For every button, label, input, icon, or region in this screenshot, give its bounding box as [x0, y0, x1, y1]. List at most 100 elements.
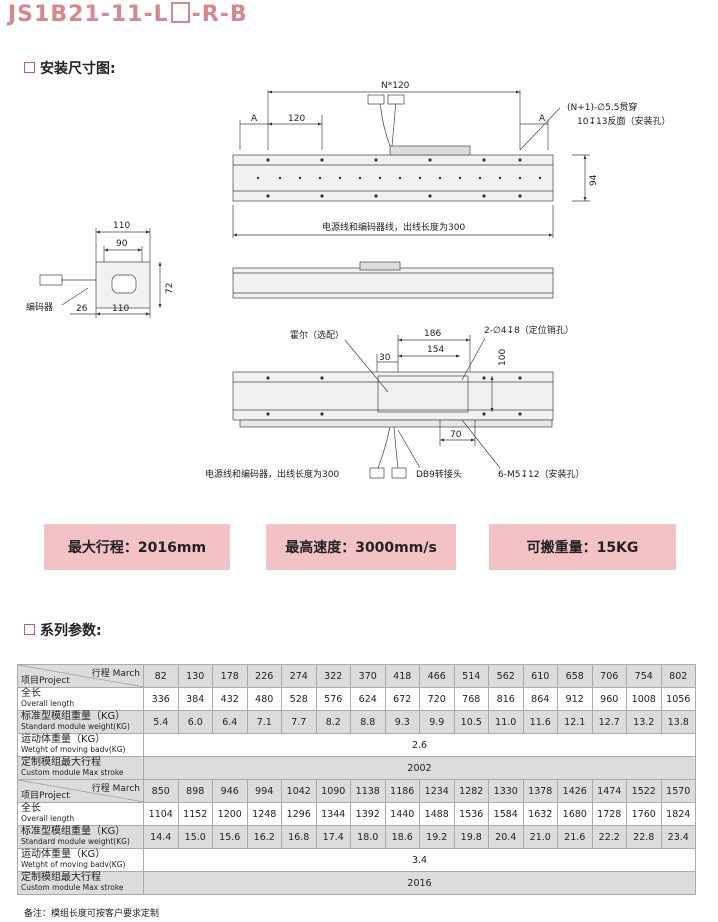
overall-cell: 1728 [591, 802, 627, 826]
encoder-label: 编码器 [26, 301, 53, 313]
weight-cell: 16.8 [281, 825, 317, 849]
overall-cell: 1440 [384, 802, 420, 826]
dim-26: 26 [76, 304, 88, 314]
overall-cell: 624 [350, 687, 386, 711]
overall-cell: 1824 [660, 802, 696, 826]
overall-cell: 1296 [281, 802, 317, 826]
weight-cell: 7.7 [281, 710, 317, 734]
dim-120: 120 [288, 114, 305, 124]
weight-cell: 11.6 [522, 710, 558, 734]
pin-holes-label: 2-∅4↧8（定位销孔） [484, 324, 574, 336]
weight-row: 标准型模组重量（KG）Standard module weight(KG)14.… [17, 825, 696, 849]
weight-cell: 21.0 [522, 825, 558, 849]
custom-stroke-cell: 2002 [143, 756, 696, 780]
overall-cell: 960 [591, 687, 627, 711]
weight-cell: 18.0 [350, 825, 386, 849]
hall-label: 霍尔（选配） [290, 329, 344, 341]
overall-cell: 1536 [453, 802, 489, 826]
mounting-holes [256, 158, 542, 416]
stroke-cell: 802 [660, 664, 696, 688]
overall-cell: 336 [143, 687, 179, 711]
overall-cell: 1680 [557, 802, 593, 826]
dim-90: 90 [116, 239, 128, 249]
moving-weight-cell: 2.6 [143, 733, 696, 757]
overall-cell: 1200 [212, 802, 248, 826]
stroke-cell: 226 [246, 664, 282, 688]
overall-cell: 1488 [419, 802, 455, 826]
stroke-cell: 466 [419, 664, 455, 688]
overall-cell: 1760 [626, 802, 662, 826]
section-bullet-icon [24, 624, 35, 635]
stroke-cell: 1234 [419, 779, 455, 803]
weight-cell: 6.4 [212, 710, 248, 734]
dim-110-top: 110 [113, 221, 130, 231]
weight-cell: 15.6 [212, 825, 248, 849]
weight-cell: 8.8 [350, 710, 386, 734]
overall-cell: 576 [315, 687, 351, 711]
weight-cell: 14.4 [143, 825, 179, 849]
overall-cell: 864 [522, 687, 558, 711]
m5-label: 6-M5↧12（安装孔） [498, 468, 584, 480]
overall-cell: 816 [488, 687, 524, 711]
weight-cell: 11.0 [488, 710, 524, 734]
overall-cell: 384 [177, 687, 213, 711]
overall-cell: 480 [246, 687, 282, 711]
overall-cell: 1056 [660, 687, 696, 711]
stroke-cell: 1522 [626, 779, 662, 803]
stroke-cell: 1378 [522, 779, 558, 803]
stroke-cell: 994 [246, 779, 282, 803]
dim-154: 154 [427, 345, 444, 355]
stroke-cell: 178 [212, 664, 248, 688]
spec-max-stroke: 最大行程：2016mm [44, 524, 230, 570]
stroke-cell: 706 [591, 664, 627, 688]
footnote: 备注：模组长度可按客户要求定制 [24, 909, 160, 919]
overall-cell: 1392 [350, 802, 386, 826]
weight-cell: 6.0 [177, 710, 213, 734]
row-label: 运动体重量（KG）Wetght of moving badv(KG) [17, 848, 144, 872]
overall-cell: 768 [453, 687, 489, 711]
overall-cell: 1584 [488, 802, 524, 826]
weight-cell: 9.3 [384, 710, 420, 734]
moving-row: 运动体重量（KG）Wetght of moving badv(KG)2.6 [17, 733, 696, 757]
weight-cell: 18.6 [384, 825, 420, 849]
weight-cell: 12.1 [557, 710, 593, 734]
installation-drawing: N*120 A A 120 (N+1)-∅5.5贯穿 10↧13反面（安装孔） … [26, 81, 670, 480]
weight-cell: 12.7 [591, 710, 627, 734]
model-placeholder-box [170, 2, 190, 23]
holes-through-label: (N+1)-∅5.5贯穿 [567, 101, 637, 113]
moving-weight-cell: 3.4 [143, 848, 696, 872]
stroke-cell: 1186 [384, 779, 420, 803]
stroke-cell: 418 [384, 664, 420, 688]
row-label: 标准型模组重量（KG）Standard module weight(KG) [17, 825, 144, 849]
row-label: 标准型模组重量（KG）Standard module weight(KG) [17, 710, 144, 734]
module-side-view [232, 267, 554, 299]
stroke-cell: 82 [143, 664, 179, 688]
weight-cell: 19.2 [419, 825, 455, 849]
dim-72: 72 [165, 283, 175, 294]
dim-a-right: A [539, 114, 546, 124]
weight-cell: 23.4 [660, 825, 696, 849]
stroke-cell: 898 [177, 779, 213, 803]
section-bullet-icon [24, 62, 35, 73]
dim-a-left: A [251, 114, 258, 124]
overall-cell: 1008 [626, 687, 662, 711]
stroke-cell: 130 [177, 664, 213, 688]
custom-stroke-cell: 2016 [143, 871, 696, 895]
model-title: JS1B21-11-L-R-B [8, 2, 248, 27]
stroke-cell: 1138 [350, 779, 386, 803]
stroke-cell: 1474 [591, 779, 627, 803]
weight-cell: 22.2 [591, 825, 627, 849]
weight-row: 标准型模组重量（KG）Standard module weight(KG)5.4… [17, 710, 696, 734]
weight-cell: 5.4 [143, 710, 179, 734]
stroke-cell: 274 [281, 664, 317, 688]
dim-110-bottom: 110 [112, 304, 129, 314]
weight-cell: 8.2 [315, 710, 351, 734]
weight-cell: 15.0 [177, 825, 213, 849]
